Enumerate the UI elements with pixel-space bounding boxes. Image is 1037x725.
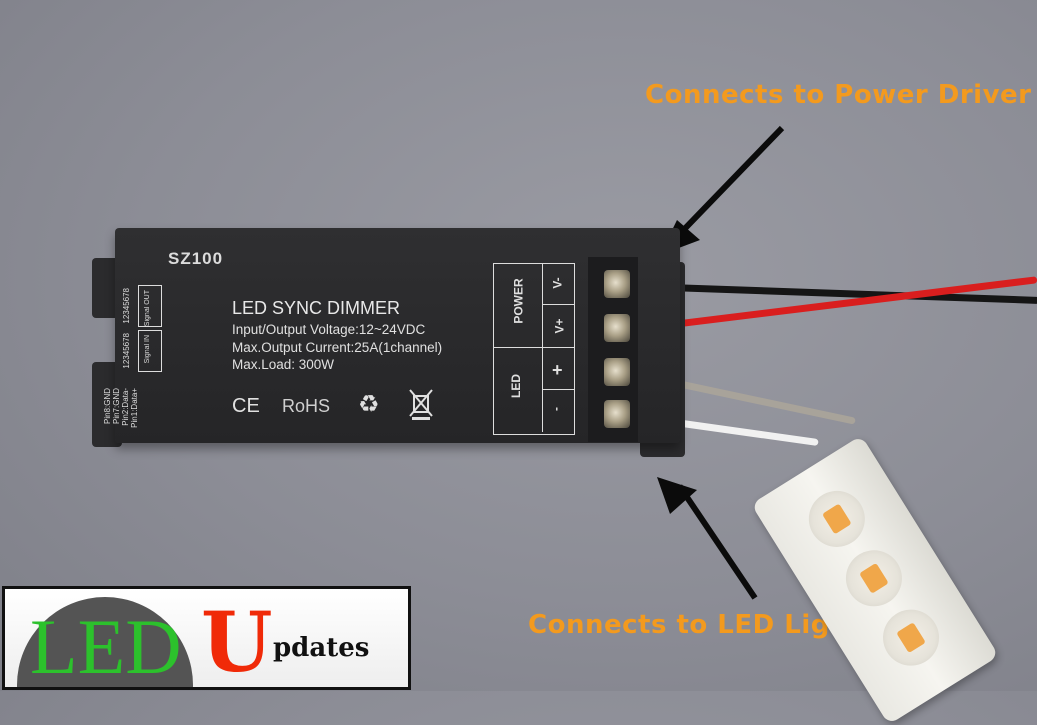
pin-numbers: 12345678 [122, 288, 131, 324]
terminal-v-plus-label: V+ [552, 318, 567, 334]
signal-in-label: Signal IN [144, 335, 151, 364]
annotation-power-driver: Connects to Power Driver [645, 80, 1032, 110]
screw-terminal-v-plus[interactable] [604, 314, 630, 342]
rohs-mark: RoHS [282, 396, 331, 416]
led-updates-logo: LED U pdates [2, 586, 411, 690]
recycle-icon: ♻ [358, 391, 380, 418]
signal-out-label: Signal OUT [144, 290, 151, 327]
weee-bin-icon [409, 389, 433, 420]
terminal-plus-label: + [552, 360, 563, 380]
annotation-led-light: Connects to LED Light [528, 610, 862, 640]
pinout-8: Pin8:GND [103, 388, 112, 425]
rj45-signal-in-port [138, 330, 162, 372]
led-lens [798, 480, 876, 558]
spec-load: Max.Load: 300W [232, 357, 335, 372]
power-label: POWER [511, 278, 526, 324]
spec-current: Max.Output Current:25A(1channel) [232, 340, 443, 355]
rj45-signal-out-port [138, 285, 162, 327]
terminal-minus-label: - [549, 407, 563, 411]
led-chip [896, 622, 926, 654]
pin-numbers: 12345678 [122, 333, 131, 369]
spec-voltage: Input/Output Voltage:12~24VDC [232, 322, 426, 337]
terminal-label-panel: POWER LED V- V+ + - [493, 263, 575, 435]
model-number: SZ100 [168, 249, 224, 268]
logo-led-text: LED [30, 603, 182, 690]
screw-terminal-led-plus[interactable] [604, 358, 630, 386]
led-lens [835, 539, 913, 617]
led-label: LED [509, 374, 523, 398]
device-title: LED SYNC DIMMER [232, 298, 401, 318]
logo-updates-text: pdates [273, 633, 370, 663]
pinout-7: Pin7:GND [112, 388, 121, 425]
logo-u-text: U [201, 595, 273, 690]
led-chip [822, 503, 852, 535]
led-chip [859, 562, 889, 594]
led-lens [872, 599, 950, 677]
led-module [750, 435, 1000, 725]
screw-terminal-led-minus[interactable] [604, 400, 630, 428]
pinout-1: Pin1:Data+ [130, 388, 139, 428]
screw-terminal-v-minus[interactable] [604, 270, 630, 298]
terminal-v-minus-label: V- [550, 277, 565, 289]
arrow-head-icon [657, 477, 697, 514]
ce-mark: CE [232, 395, 260, 417]
dimmer-case [115, 228, 680, 443]
pinout-2: Pin2:Data- [121, 388, 130, 426]
